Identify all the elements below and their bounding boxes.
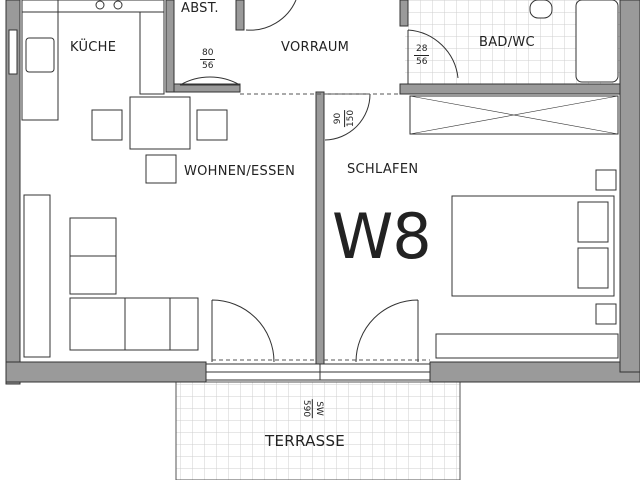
dim-height: 150 (346, 109, 357, 128)
room-label-vorraum: VORRAUM (281, 40, 350, 55)
kitchen-counter (21, 0, 165, 121)
room-label-terrasse: TERRASSE (265, 432, 346, 450)
dim-width: 28 (414, 44, 430, 56)
terrace-area (175, 381, 461, 480)
dining-table (91, 96, 228, 184)
wardrobe (409, 95, 619, 135)
room-label-schlafen: SCHLAFEN (347, 162, 419, 177)
dim-width: SW (311, 399, 325, 418)
dim-width: 80 (200, 48, 216, 60)
bathtub (575, 0, 619, 83)
toilet (529, 0, 553, 19)
window-left (8, 29, 18, 75)
room-label-kueche: KÜCHE (70, 40, 117, 55)
dim-height: 56 (416, 57, 428, 67)
bed (435, 169, 619, 359)
unit-label: W8 (332, 200, 432, 273)
living-furniture (23, 194, 199, 358)
dim-width: 90 (332, 109, 346, 128)
room-label-bad: BAD/WC (479, 35, 535, 50)
dim-height: 590 (300, 399, 311, 418)
room-label-abst: ABST. (180, 1, 220, 16)
doors (179, 0, 459, 363)
room-label-wohnen: WOHNEN/ESSEN (184, 164, 296, 179)
dim-height: 56 (202, 61, 214, 71)
walls (5, 0, 640, 385)
